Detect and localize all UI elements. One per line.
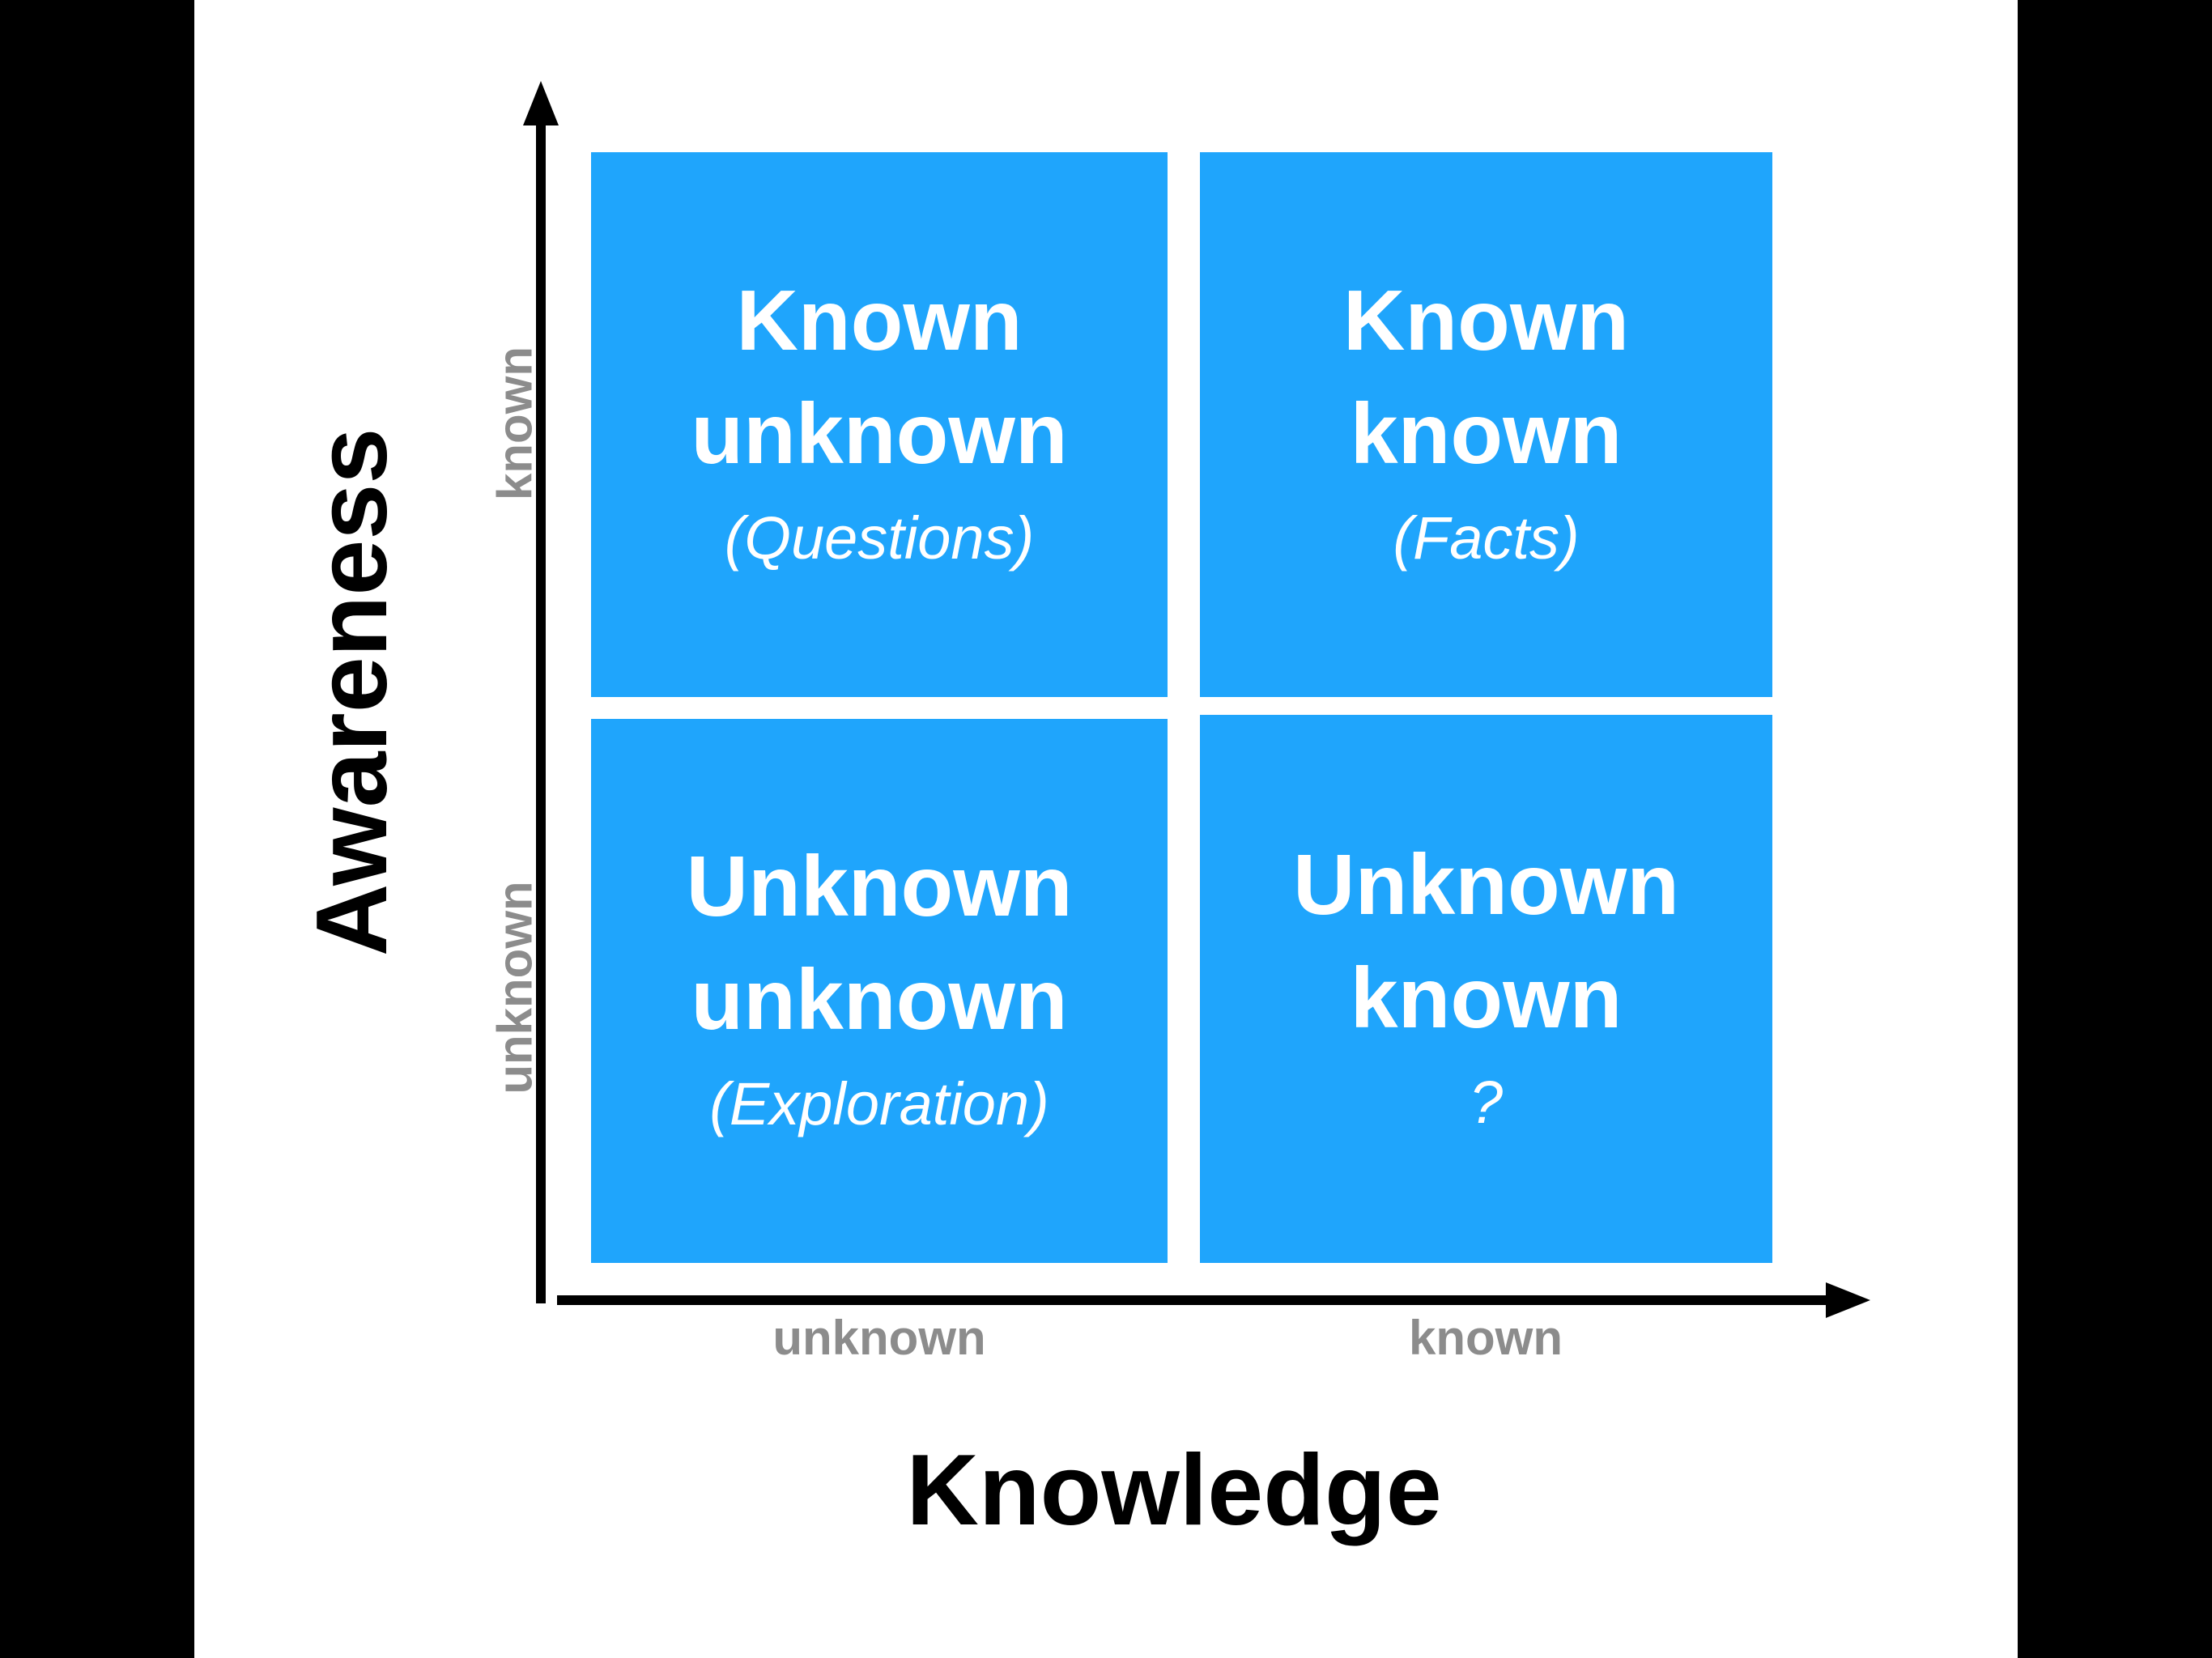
quadrant-title-line1: Known (1342, 272, 1630, 368)
x-tick-label-known: known (1409, 1311, 1563, 1365)
quadrant-known-known: Known known (Facts) (1200, 152, 1772, 697)
y-axis-title: Awareness (296, 427, 408, 957)
quadrant-title-line2: unknown (691, 952, 1068, 1048)
diagram-canvas: Known unknown (Questions) Known known (F… (194, 0, 2018, 1658)
quadrant-subtitle: (Facts) (1393, 504, 1580, 572)
quadrant-title-line1: Unknown (1293, 836, 1679, 933)
y-tick-label-unknown: unknown (487, 881, 542, 1095)
quadrant-title-line2: unknown (691, 385, 1068, 482)
quadrant-unknown-known: Unknown known ? (1200, 715, 1772, 1263)
x-axis-arrowhead (1826, 1282, 1870, 1318)
quadrant-title-line1: Known (736, 272, 1023, 368)
x-axis-title: Knowledge (906, 1435, 1442, 1546)
y-tick-label-known: known (487, 346, 542, 500)
quadrant-subtitle: (Questions) (724, 504, 1035, 572)
quadrant-title-line2: known (1350, 385, 1623, 482)
quadrant-title-line1: Unknown (686, 839, 1073, 934)
quadrant-subtitle: ? (1469, 1068, 1504, 1136)
quadrant-unknown-unknown: Unknown unknown (Exploration) (591, 719, 1168, 1263)
quadrant-known-unknown: Known unknown (Questions) (591, 152, 1168, 697)
quadrant-title-line2: known (1350, 950, 1623, 1046)
quadrant-subtitle: (Exploration) (709, 1070, 1049, 1137)
y-axis-arrowhead (523, 81, 559, 125)
axes-graphic (523, 81, 1870, 1318)
x-tick-label-unknown: unknown (772, 1311, 986, 1365)
